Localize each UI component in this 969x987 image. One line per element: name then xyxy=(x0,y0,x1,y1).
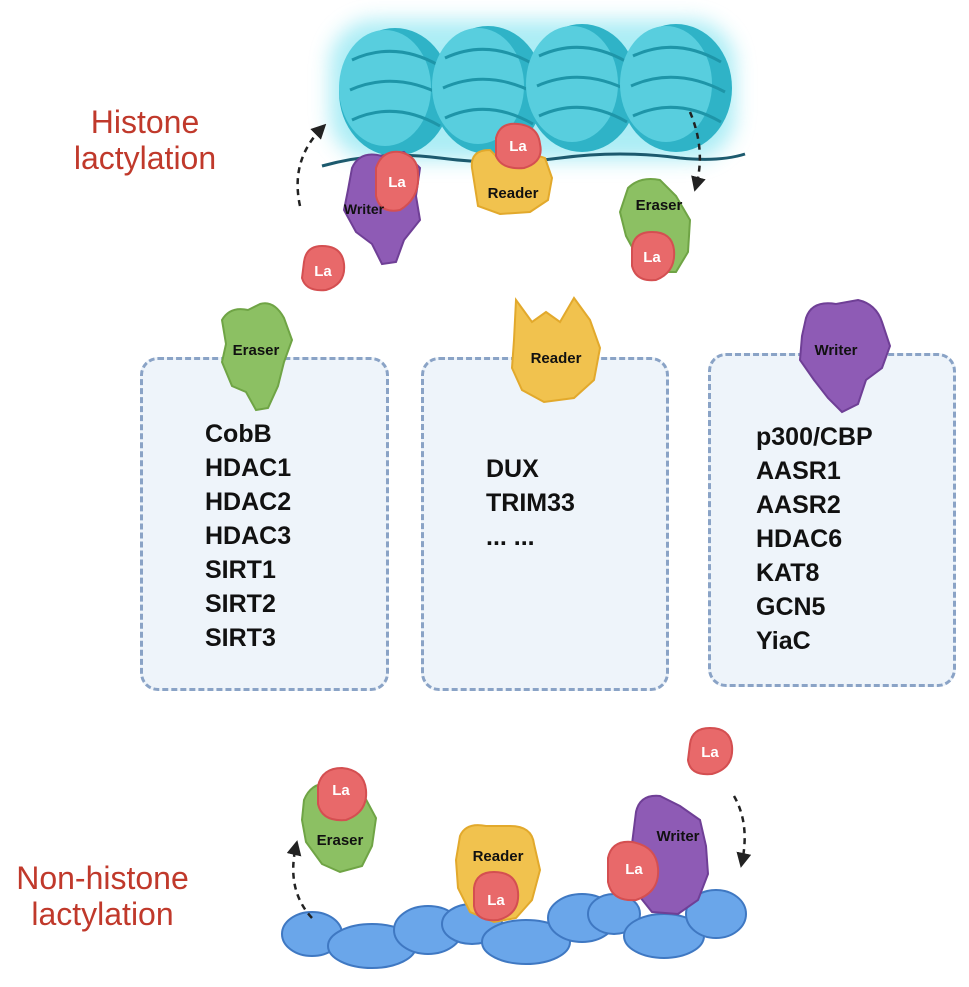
lactyl-mark xyxy=(607,840,660,902)
writer-enzyme-list: p300/CBP AASR1 AASR2 HDAC6 KAT8 GCN5 Yia… xyxy=(756,420,873,658)
eraser-label: Eraser xyxy=(317,832,364,849)
arrow-icon xyxy=(296,123,327,207)
reader-protein: DUX xyxy=(486,455,539,483)
writer-enzyme: AASR2 xyxy=(756,491,841,519)
histone-eraser-complex: Eraser La xyxy=(618,178,692,282)
la-label: La xyxy=(625,861,643,878)
reader-label: Reader xyxy=(531,350,582,367)
la-label: La xyxy=(314,263,332,280)
writer-enzyme: p300/CBP xyxy=(756,423,873,451)
nucleosome xyxy=(432,26,544,154)
reader-protein-list: DUX TRIM33 ... ... xyxy=(486,452,575,554)
eraser-label: Eraser xyxy=(636,197,683,214)
histone-reader-complex: Reader La xyxy=(470,122,554,216)
non-histone-title-line-2: lactylation xyxy=(31,896,174,932)
writer-label: Writer xyxy=(814,342,857,359)
writer-enzyme: HDAC6 xyxy=(756,525,843,553)
reader-protein-shape xyxy=(470,148,554,216)
eraser-enzyme: HDAC1 xyxy=(205,454,292,482)
panel-writer-protein: Writer xyxy=(798,298,892,414)
reader-label: Reader xyxy=(488,185,539,202)
la-label: La xyxy=(509,138,527,155)
reader-protein: ... ... xyxy=(486,523,535,551)
nucleosome xyxy=(339,28,451,156)
eraser-enzyme-list: CobB HDAC1 HDAC2 HDAC3 SIRT1 SIRT2 SIRT3 xyxy=(205,417,291,655)
eraser-enzyme: SIRT2 xyxy=(205,590,276,618)
nucleosome xyxy=(620,24,732,152)
nucleosome xyxy=(526,24,638,152)
free-lactyl-group: La xyxy=(300,244,346,292)
writer-enzyme: AASR1 xyxy=(756,457,841,485)
histone-title-line-2: lactylation xyxy=(73,140,217,176)
reader-protein: TRIM33 xyxy=(486,489,575,517)
eraser-enzyme: CobB xyxy=(205,420,272,448)
non-histone-writer-complex: Writer La xyxy=(607,794,710,916)
non-histone-reader-complex: Reader La xyxy=(454,824,542,924)
writer-label: Writer xyxy=(656,828,699,845)
histone-lactylation-title: Histone lactylation xyxy=(40,104,250,176)
histone-writer-complex: La Writer xyxy=(342,150,422,266)
panel-reader-protein: Reader xyxy=(510,296,602,404)
eraser-enzyme: HDAC2 xyxy=(205,488,292,516)
reader-label: Reader xyxy=(473,848,524,865)
lactyl-mark xyxy=(473,870,520,922)
eraser-enzyme: SIRT1 xyxy=(205,556,276,584)
writer-panel xyxy=(708,353,956,687)
writer-enzyme: KAT8 xyxy=(756,559,820,587)
lactyl-mark xyxy=(317,766,368,822)
writer-enzyme: GCN5 xyxy=(756,593,826,621)
la-label: La xyxy=(643,249,661,266)
arrow-icon xyxy=(688,111,706,192)
arrow-icon xyxy=(732,795,752,868)
lactyl-mark xyxy=(375,150,420,212)
eraser-label: Eraser xyxy=(233,342,280,359)
histone-title-line-1: Histone xyxy=(90,104,200,140)
la-label: La xyxy=(487,892,505,909)
writer-label: Writer xyxy=(344,201,385,217)
eraser-enzyme: HDAC3 xyxy=(205,522,292,550)
panel-eraser-protein: Eraser xyxy=(220,302,294,412)
lactyl-mark xyxy=(495,122,542,170)
free-lactyl-group: La xyxy=(686,726,734,776)
arrow-icon xyxy=(286,840,313,919)
eraser-panel xyxy=(140,357,389,691)
reader-panel xyxy=(421,357,669,691)
writer-enzyme: YiaC xyxy=(756,627,811,655)
la-label: La xyxy=(388,174,406,191)
eraser-enzyme: SIRT3 xyxy=(205,624,276,652)
la-label: La xyxy=(332,782,350,799)
la-label: La xyxy=(701,744,719,761)
lactyl-mark xyxy=(631,230,676,282)
non-histone-eraser-complex: La Eraser xyxy=(300,766,378,874)
non-histone-title-line-1: Non-histone xyxy=(16,860,189,896)
non-histone-lactylation-title: Non-histone lactylation xyxy=(0,860,205,932)
